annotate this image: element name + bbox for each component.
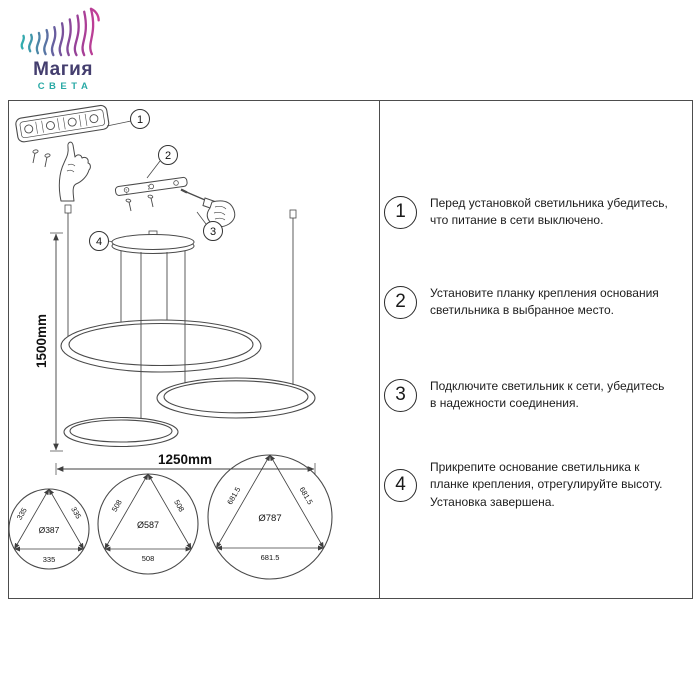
step-3-text: Подключите светильник к сети, убедитесь … [430,379,665,411]
instruction-sheet: 1 2 3 4 [8,100,693,599]
side-label: 681.5 [261,553,280,562]
panel-divider [379,101,380,598]
diagram-panel: 1 2 3 4 [8,101,379,598]
diameter-label: Ø587 [137,520,159,530]
callout-4: 4 [96,236,102,248]
step-1-text: Перед установкой светильника убедитесь, … [430,196,668,228]
ring-size-diagram-3: 681.5 681.5 681.5 Ø787 [207,454,333,580]
step-2-text: Установите планку крепления основания св… [430,286,659,318]
ring-size-diagram-1: 335 335 335 Ø387 [8,488,90,570]
brand-subtitle: СВЕТА [37,81,93,92]
side-label: 508 [172,498,186,513]
ring-size-diagram-2: 508 508 508 Ø587 [97,473,199,575]
height-dimension [50,232,63,452]
step-1: 1 Перед установкой светильника убедитесь… [384,195,686,230]
step-4: 4 Прикрепите основание светильника к пла… [384,459,686,511]
hand-screwdriver-icon [180,188,236,228]
step-4-text: Прикрепите основание светильника к планк… [430,460,663,509]
height-label: 1500mm [34,314,49,368]
suspension-cables [64,204,297,419]
step-3-number: 3 [384,378,417,412]
width-label: 1250mm [158,452,212,467]
side-label: 335 [69,505,83,520]
step-2: 2 Установите планку крепления основания … [384,285,686,320]
callout-circles [89,109,223,251]
step-3: 3 Подключите светильник к сети, убедитес… [384,378,686,413]
side-label: 681.5 [225,485,242,506]
callout-2: 2 [165,150,171,162]
callout-1: 1 [137,114,143,126]
diameter-label: Ø387 [39,525,60,535]
mounting-bracket-drawing [15,104,110,168]
pendant-rings-drawing [60,319,316,448]
side-label: 681.5 [298,485,315,506]
step-4-number: 4 [384,468,417,502]
mounting-strip-drawing [114,176,188,212]
brand-name: Магия [33,59,93,80]
side-label: 508 [110,498,124,513]
hand-pointing-icon [58,141,91,202]
pendant-drawing: 1 2 3 4 [8,104,333,580]
side-label: 508 [142,554,155,563]
brand-logo: Магия СВЕТА [10,4,116,92]
step-2-number: 2 [384,285,417,319]
diameter-label: Ø787 [258,513,281,524]
side-label: 335 [15,506,29,521]
steps-panel: 1 Перед установкой светильника убедитесь… [380,101,692,598]
step-1-number: 1 [384,195,417,229]
logo-wave-icon [20,7,100,57]
screw-icon [32,149,51,168]
ceiling-canopy-drawing [111,230,195,254]
side-label: 335 [43,555,56,564]
screw-icon [125,184,154,212]
callout-leaders [106,120,207,243]
callout-3: 3 [210,226,216,238]
